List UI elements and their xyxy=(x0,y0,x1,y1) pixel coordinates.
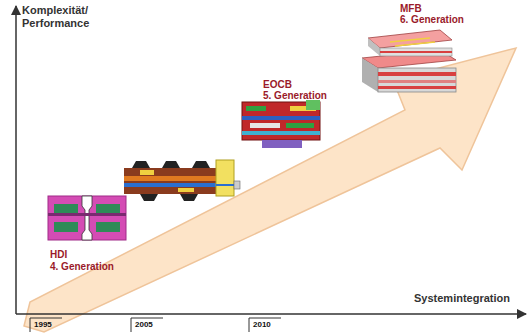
generation-name: EOCB xyxy=(263,79,292,91)
axis-label: Komplexität/ Performance xyxy=(22,4,102,29)
year-label: 2005 xyxy=(135,320,153,329)
year-label: 2010 xyxy=(253,320,271,329)
eocb-board xyxy=(242,100,320,148)
embedded-board xyxy=(124,160,240,201)
year-label: 1995 xyxy=(34,320,52,329)
year-tick xyxy=(249,318,281,332)
generation-label: 4. Generation xyxy=(50,261,114,273)
axis-label: Systemintegration xyxy=(414,292,510,305)
generation-label: 6. Generation xyxy=(400,14,464,26)
generation-name: MFB xyxy=(400,3,422,15)
year-tick xyxy=(30,318,62,332)
hdi-board xyxy=(48,196,126,240)
year-tick xyxy=(131,318,163,332)
generation-name: HDI xyxy=(50,249,67,261)
x-axis xyxy=(16,313,526,315)
mfb-stack xyxy=(362,30,456,92)
generation-label: 5. Generation xyxy=(263,90,327,102)
growth-arrow xyxy=(24,48,516,332)
y-axis xyxy=(15,6,17,314)
